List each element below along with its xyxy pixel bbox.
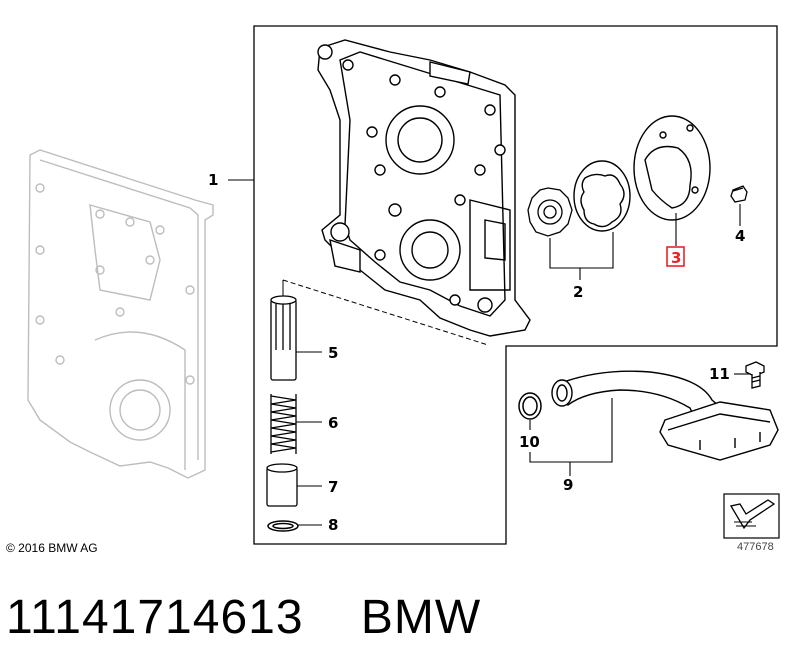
timing-case-cover xyxy=(317,39,531,337)
diagram-catalog-number: 477678 xyxy=(737,541,774,553)
part-number: 11141714613 xyxy=(6,591,304,644)
bolt xyxy=(745,361,765,389)
background-timing-cover xyxy=(27,149,214,479)
oil-pump-inner-rotor xyxy=(527,187,573,237)
callout-10[interactable]: 10 xyxy=(519,433,540,451)
callout-4[interactable]: 4 xyxy=(735,227,745,245)
next-diagram-arrow-icon[interactable] xyxy=(723,493,780,539)
relief-valve-sleeve xyxy=(266,463,298,507)
callout-6[interactable]: 6 xyxy=(328,414,338,432)
callout-7[interactable]: 7 xyxy=(328,478,338,496)
leader-2 xyxy=(549,232,614,280)
o-ring xyxy=(518,392,542,420)
circlip xyxy=(267,520,299,532)
leader-9 xyxy=(529,398,613,476)
callout-11[interactable]: 11 xyxy=(709,365,730,383)
callout-9[interactable]: 9 xyxy=(563,476,573,494)
callout-3[interactable]: 3 xyxy=(671,249,681,267)
oil-pump-outer-rotor xyxy=(573,160,631,232)
callout-1[interactable]: 1 xyxy=(208,171,218,189)
diagram-frame xyxy=(253,25,778,545)
screw xyxy=(730,185,748,203)
part-title: 11141714613 BMW xyxy=(6,588,481,648)
copyright-notice: © 2016 BMW AG xyxy=(6,541,98,555)
oil-pump-cover-plate xyxy=(633,115,711,221)
oil-pickup-pipe xyxy=(551,370,779,461)
callout-2[interactable]: 2 xyxy=(573,283,583,301)
relief-valve-piston xyxy=(270,295,297,381)
callout-8[interactable]: 8 xyxy=(328,516,338,534)
highlight-box xyxy=(666,246,685,267)
callout-5[interactable]: 5 xyxy=(328,344,338,362)
relief-valve-spring xyxy=(270,394,297,454)
brand-name: BMW xyxy=(360,591,482,644)
parts-diagram: 1 2 3 4 5 6 7 8 9 10 11 xyxy=(27,25,780,545)
relief-valve-axis xyxy=(282,279,489,346)
